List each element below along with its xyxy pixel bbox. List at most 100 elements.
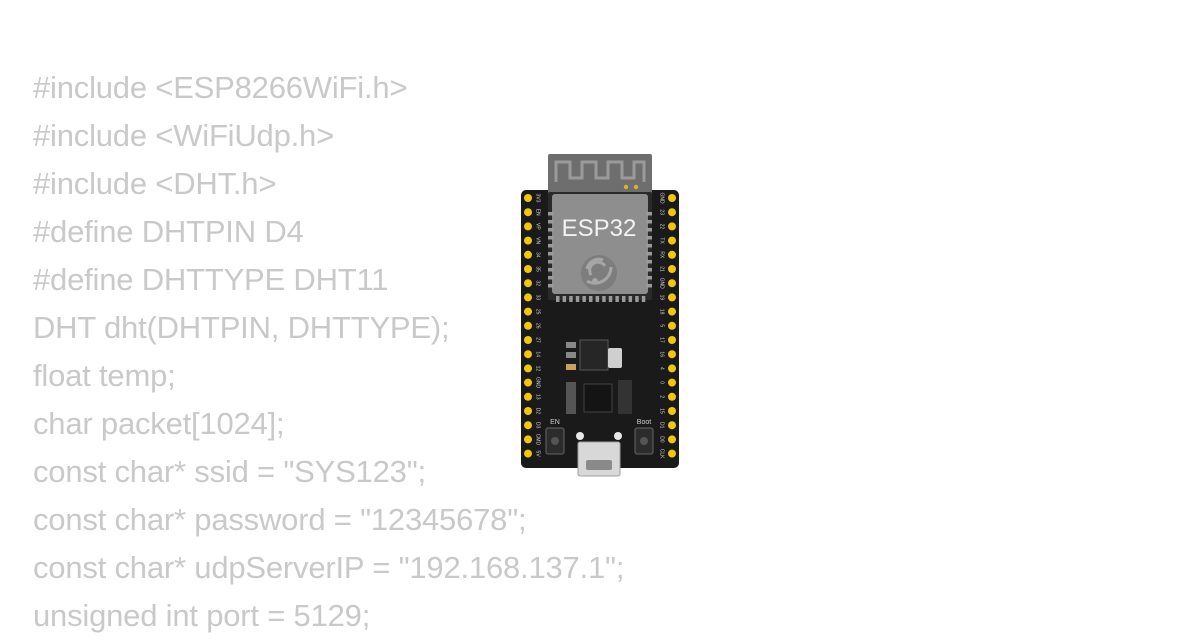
pin-label-left: 13 <box>535 394 541 400</box>
pin-right[interactable] <box>668 208 676 217</box>
pin-left[interactable] <box>524 250 532 259</box>
pin-left[interactable] <box>524 307 532 316</box>
pin-right[interactable] <box>668 250 676 259</box>
espressif-logo-icon <box>581 255 617 291</box>
pin-left[interactable] <box>524 392 532 401</box>
pin-label-left: 26 <box>535 323 541 329</box>
module-pad <box>646 228 652 232</box>
pin-left[interactable] <box>524 350 532 359</box>
module-pad <box>562 296 567 302</box>
usb-hole <box>614 432 622 440</box>
pin-right[interactable] <box>668 392 676 401</box>
pin-right[interactable] <box>668 449 676 458</box>
code-line: char packet[1024]; <box>33 406 285 441</box>
pin-label-left: 25 <box>535 309 541 315</box>
pin-right[interactable] <box>668 307 676 316</box>
pin-right[interactable] <box>668 421 676 430</box>
module-pad <box>635 296 639 302</box>
pin-left[interactable] <box>524 378 532 387</box>
usb-connector[interactable] <box>577 441 621 477</box>
module-pad <box>646 284 652 288</box>
pin-right[interactable] <box>668 350 676 359</box>
pin-left[interactable] <box>524 208 532 217</box>
en-button-label: EN <box>550 419 560 426</box>
pin-label-right: 15 <box>659 408 665 414</box>
pin-right[interactable] <box>668 293 676 302</box>
code-line: float temp; <box>33 358 176 393</box>
module-pad <box>595 296 600 302</box>
pin-right[interactable] <box>668 435 676 444</box>
module-pad <box>548 268 554 272</box>
pin-right[interactable] <box>668 194 676 202</box>
pin-right[interactable] <box>668 364 676 373</box>
pin-right[interactable] <box>668 407 676 415</box>
pin-label-left: 12 <box>535 366 541 372</box>
pin-left[interactable] <box>524 435 532 444</box>
module-pad <box>646 244 652 248</box>
pin-label-left: D3 <box>535 422 541 429</box>
pin-left[interactable] <box>524 364 532 373</box>
resistor-array <box>618 380 632 414</box>
boot-button-cap[interactable] <box>640 437 648 445</box>
pin-left[interactable] <box>524 421 532 430</box>
pin-left[interactable] <box>524 194 532 202</box>
boot-button-label: Boot <box>637 419 651 426</box>
pin-label-right: 18 <box>659 309 665 315</box>
code-line: const char* password = "12345678"; <box>33 502 527 537</box>
pin-label-left: GND <box>535 377 541 389</box>
pin-label-right: 0 <box>659 381 665 384</box>
pin-left[interactable] <box>524 293 532 302</box>
pin-label-left: 27 <box>535 337 541 343</box>
pin-label-left: 35 <box>535 266 541 272</box>
code-line: const char* ssid = "SYS123"; <box>33 454 426 489</box>
pin-left[interactable] <box>524 222 532 231</box>
module-pad <box>646 220 652 224</box>
code-line: #include <WiFiUdp.h> <box>33 118 334 153</box>
pin-label-right: 5 <box>659 324 665 327</box>
pin-left[interactable] <box>524 336 532 344</box>
module-pad <box>615 296 619 302</box>
code-line: unsigned int port = 5129; <box>33 598 371 633</box>
pin-left[interactable] <box>524 265 532 273</box>
pin-right[interactable] <box>668 236 676 245</box>
capacitor <box>566 364 576 370</box>
pin-label-right: 22 <box>659 224 665 230</box>
pin-label-right: 19 <box>659 295 665 301</box>
pin-right[interactable] <box>668 222 676 231</box>
code-line: const char* udpServerIP = "192.168.137.1… <box>33 550 625 585</box>
pin-right[interactable] <box>668 279 676 288</box>
pin-right[interactable] <box>668 378 676 387</box>
code-line: #define DHTTYPE DHT11 <box>33 262 389 297</box>
module-pad <box>646 252 652 256</box>
pin-label-right: 23 <box>659 209 665 215</box>
pin-left[interactable] <box>524 321 532 330</box>
pin-left[interactable] <box>524 236 532 245</box>
code-line: #include <ESP8266WiFi.h> <box>33 70 408 105</box>
pin-label-right: D0 <box>659 436 665 443</box>
pin-label-right: GND <box>659 278 665 290</box>
pin-label-left: 33 <box>535 295 541 301</box>
module-pad <box>646 260 652 264</box>
left-pin-header: 3V3ENVPVN343532332526271412GND13D2D3CMD5… <box>524 194 541 458</box>
antenna-trace <box>554 160 646 182</box>
pin-right[interactable] <box>668 265 676 273</box>
module-pad <box>548 220 554 224</box>
en-button-cap[interactable] <box>551 437 559 445</box>
pin-right[interactable] <box>668 321 676 330</box>
pin-left[interactable] <box>524 279 532 288</box>
module-pad <box>646 236 652 240</box>
pin-label-left: VN <box>535 237 541 244</box>
module-pad <box>548 244 554 248</box>
module-pad <box>602 296 606 302</box>
module-pad <box>548 260 554 264</box>
pin-left[interactable] <box>524 449 532 458</box>
pin-label-right: GND <box>659 192 665 204</box>
pin-label-right: 2 <box>659 395 665 398</box>
pin-label-left: 32 <box>535 280 541 286</box>
module-pad <box>548 284 554 288</box>
pin-label-right: 4 <box>659 367 665 370</box>
capacitor <box>566 342 576 348</box>
pin-left[interactable] <box>524 407 532 415</box>
pin-right[interactable] <box>668 336 676 344</box>
